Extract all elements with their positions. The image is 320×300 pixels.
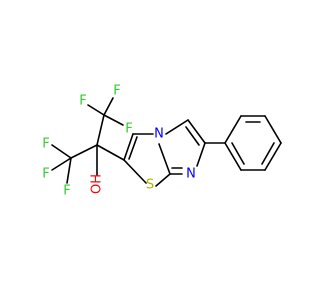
atom-s: S [146, 178, 154, 193]
bond-cq-c2 [96, 144, 125, 161]
bond-cf3a-f3 [103, 114, 124, 126]
bond-cf3a-cq [96, 114, 105, 146]
bond-cf3b-f4 [51, 144, 72, 159]
bond-c5-c6-double [185, 126, 200, 146]
atom-f5: F [42, 167, 49, 182]
atom-labels: F F F F F F OH S N N [42, 84, 196, 199]
atom-f6: F [63, 184, 70, 199]
bond-ph-d2 [261, 142, 275, 165]
atom-n1: N [154, 127, 164, 142]
bond-ph-6 [224, 142, 242, 171]
bond-cf3a-f1 [87, 104, 105, 116]
bond-cf3a-f2 [103, 97, 114, 116]
bond-s-c2 [123, 159, 147, 184]
bond-cf3b-f5 [51, 157, 72, 171]
atom-f1: F [79, 94, 86, 109]
bond-c7a-s [155, 173, 171, 187]
atom-oh: OH [90, 174, 105, 194]
bond-c6-n2 [196, 142, 206, 167]
atom-f3: F [125, 122, 132, 137]
bonds [51, 97, 282, 187]
atom-f2: F [113, 84, 120, 99]
bond-ph-3 [264, 115, 282, 144]
atom-f4: F [42, 137, 49, 152]
bond-c5-c6 [187, 119, 206, 144]
bond-ph-d3 [231, 142, 245, 165]
bond-c2-c3-double [128, 136, 138, 160]
bond-n1-c5 [165, 119, 189, 135]
bond-ph-1 [224, 115, 242, 144]
bond-cf3b-f6 [66, 157, 72, 184]
atom-n2: N [186, 167, 196, 182]
molecule-structure: F F F F F F OH S N N [42, 84, 282, 199]
bond-cq-cf3b [70, 144, 98, 159]
bond-ph-4 [264, 142, 282, 171]
bond-n1-c7a [158, 143, 171, 175]
bond-c2-c3 [123, 133, 134, 161]
